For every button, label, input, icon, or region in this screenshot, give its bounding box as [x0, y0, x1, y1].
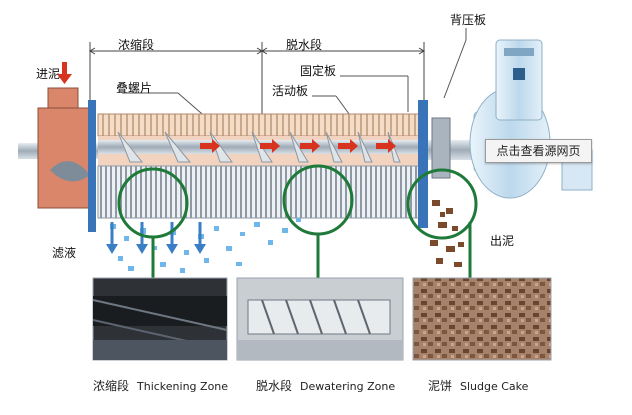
filtrate-label: 滤液: [52, 246, 77, 260]
photo-dewatering: [236, 277, 404, 361]
photo-thickening: [92, 277, 228, 361]
dewatering-section-label: 脱水段: [286, 38, 323, 52]
inlet-flange: [88, 100, 96, 232]
inlet-arrow: [57, 62, 72, 84]
caption-dewatering-cn: 脱水段: [256, 379, 293, 393]
caption-dewatering: 脱水段 Dewatering Zone: [256, 377, 395, 394]
sludge-cake-falling: [430, 200, 464, 267]
caption-sludge-cake: 泥饼 Sludge Cake: [428, 377, 528, 394]
zone-highlights: [117, 164, 478, 278]
thickening-section-label: 浓缩段: [118, 38, 155, 52]
inlet-label: 进泥: [36, 67, 61, 81]
drum-lower-rings: [97, 165, 421, 219]
outlet-label: 出泥: [490, 234, 515, 248]
caption-thickening-cn: 浓缩段: [93, 379, 130, 393]
fixed-plate-label: 固定板: [300, 64, 337, 78]
backplate: [431, 117, 451, 179]
drive-motor: [469, 39, 593, 199]
caption-thickening: 浓缩段 Thickening Zone: [93, 377, 228, 394]
caption-sludge-cake-en: Sludge Cake: [460, 380, 529, 393]
backplate-label: 背压板: [450, 13, 487, 27]
caption-thickening-en: Thickening Zone: [137, 380, 229, 393]
photo-sludge-cake: [412, 277, 552, 361]
backplate-flange: [418, 100, 428, 228]
caption-dewatering-en: Dewatering Zone: [300, 380, 396, 393]
drum-upper-rings: [97, 113, 421, 137]
moving-plate-label: 活动板: [272, 84, 309, 98]
screw-stack-label: 叠螺片: [116, 81, 153, 95]
view-source-button[interactable]: 点击查看源网页: [485, 139, 592, 163]
caption-sludge-cake-cn: 泥饼: [428, 379, 453, 393]
flow-arrows: [200, 139, 396, 153]
filtrate-arrows: [106, 222, 206, 254]
dimension-lines: [89, 42, 425, 118]
inlet-hopper: [37, 87, 91, 209]
